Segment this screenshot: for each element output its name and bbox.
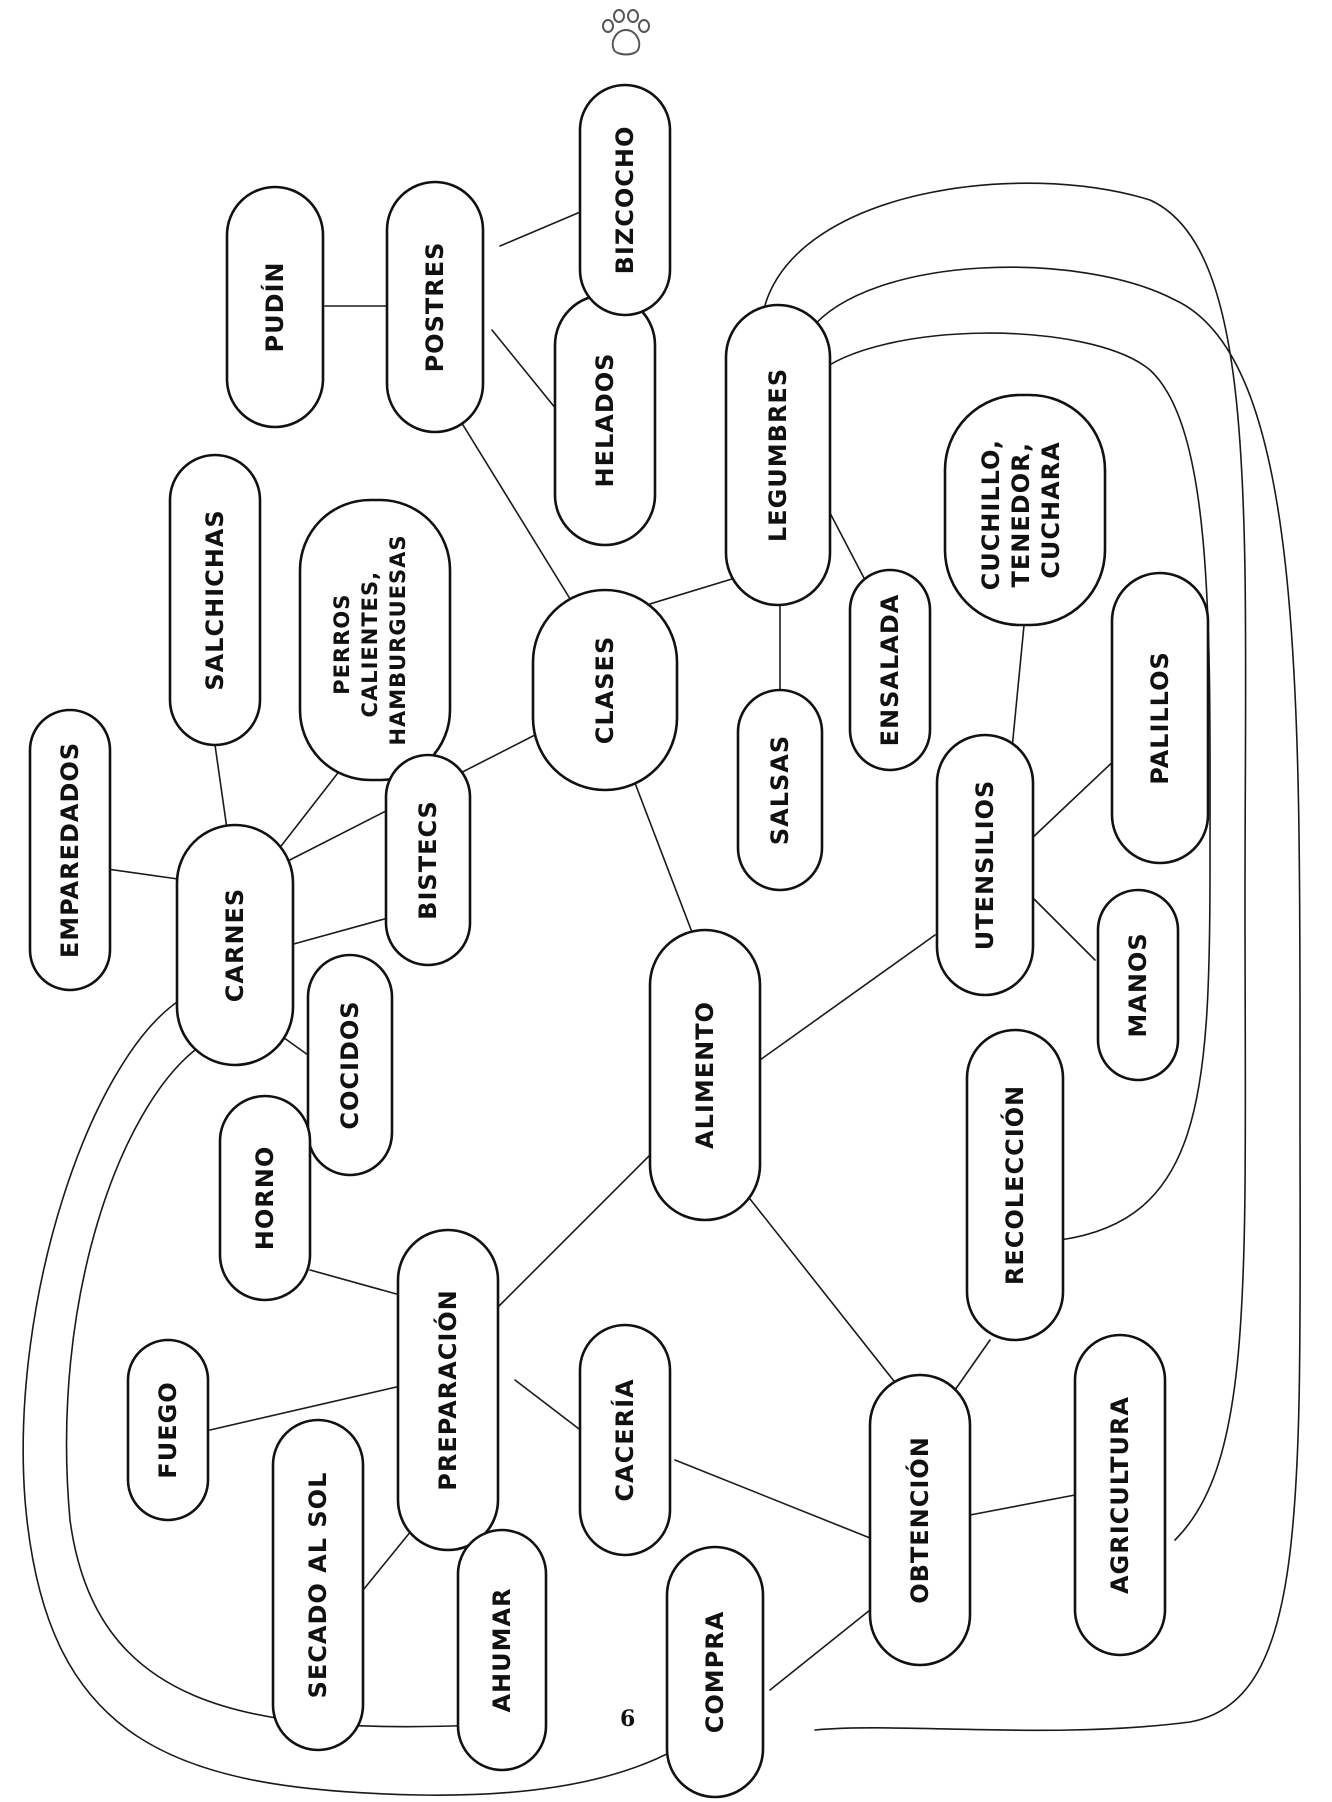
loop-legumbres-compra bbox=[809, 266, 1302, 1732]
node-salsas: SALSAS bbox=[736, 688, 824, 892]
node-label: SECADO AL SOL bbox=[304, 1472, 332, 1699]
node-label: POSTRES bbox=[421, 242, 449, 373]
node-label: RECOLECCIÓN bbox=[999, 1085, 1029, 1285]
node-label-line3: HAMBURGUESAS bbox=[386, 534, 410, 745]
edge-alimento-preparacion bbox=[489, 1149, 656, 1316]
node-label-line2: CALIENTES, bbox=[358, 571, 382, 718]
node-label-line1: PERROS bbox=[330, 594, 354, 695]
loop-legumbres-agricultura bbox=[764, 182, 1247, 1541]
node-label-line2: TENEDOR, bbox=[1007, 442, 1035, 588]
edge-obtencion-agricultura bbox=[969, 1494, 1076, 1516]
node-alimento: ALIMENTO bbox=[648, 928, 762, 1222]
node-label: PREPARACIÓN bbox=[432, 1289, 462, 1491]
node-label: CACERÍA bbox=[610, 1378, 639, 1501]
edge-clases-postres bbox=[454, 411, 581, 616]
node-secado: SECADO AL SOL bbox=[271, 1418, 365, 1752]
edge-utensilios-palillos bbox=[1029, 754, 1121, 841]
node-obtencion: OBTENCIÓN bbox=[868, 1373, 972, 1667]
node-utensilios: UTENSILIOS bbox=[935, 733, 1035, 997]
node-label: SALSAS bbox=[766, 735, 794, 845]
edge-obtencion-recoleccion bbox=[954, 1339, 991, 1391]
edge-utensilios-alimento bbox=[759, 934, 936, 1061]
node-fuego: FUEGO bbox=[126, 1338, 210, 1522]
node-label-line3: CUCHARA bbox=[1037, 441, 1065, 578]
edge-carnes-emparedados bbox=[99, 867, 186, 881]
edge-caceria-obtencion bbox=[674, 1459, 876, 1541]
edge-alimento-obtencion bbox=[734, 1179, 906, 1396]
node-label: MANOS bbox=[1124, 932, 1152, 1037]
node-horno: HORNO bbox=[218, 1094, 312, 1302]
edge-carnes-perros bbox=[277, 759, 349, 851]
node-label: BISTECS bbox=[414, 800, 442, 920]
edge-preparacion-fuego bbox=[209, 1384, 406, 1431]
node-cubiertos: CUCHILLO, TENEDOR, CUCHARA bbox=[943, 393, 1107, 627]
connectors bbox=[22, 182, 1302, 1796]
node-legumbres: LEGUMBRES bbox=[724, 303, 832, 607]
svg-text:PERROS CALIENTES,: PERROS CALIENTES, HAMBURGUESAS bbox=[330, 534, 410, 745]
node-label: FUEGO bbox=[154, 1381, 182, 1478]
node-label: COMPRA bbox=[701, 1611, 729, 1734]
node-bizcocho: BIZCOCHO bbox=[578, 83, 672, 317]
node-label: COCIDOS bbox=[336, 1000, 364, 1129]
node-emparedados: EMPAREDADOS bbox=[28, 708, 112, 992]
node-postres: POSTRES bbox=[385, 180, 485, 434]
node-cocidos: COCIDOS bbox=[306, 953, 394, 1177]
edge-obtencion-compra bbox=[769, 1609, 871, 1691]
node-label: PALILLOS bbox=[1146, 651, 1174, 785]
edge-clases-alimento bbox=[629, 769, 696, 941]
node-manos: MANOS bbox=[1096, 888, 1180, 1082]
node-label: SALCHICHAS bbox=[201, 509, 229, 690]
node-label: HELADOS bbox=[591, 353, 619, 488]
node-label: CLASES bbox=[591, 636, 619, 744]
page-number: 6 bbox=[612, 1706, 644, 1732]
svg-text:CUCHILLO, TENEDOR,: CUCHILLO, TENEDOR, CUCHARA bbox=[977, 430, 1065, 591]
node-compra: COMPRA bbox=[665, 1545, 765, 1799]
node-helados: HELADOS bbox=[553, 293, 657, 547]
node-label: AGRICULTURA bbox=[1106, 1396, 1134, 1594]
node-palillos: PALILLOS bbox=[1110, 571, 1210, 865]
node-caceria: CACERÍA bbox=[578, 1323, 672, 1557]
node-label: EMPAREDADOS bbox=[56, 742, 84, 958]
loop-carnes-page bbox=[22, 999, 713, 1796]
node-clases: CLASES bbox=[531, 588, 679, 792]
node-preparacion: PREPARACIÓN bbox=[396, 1228, 500, 1552]
node-label: OBTENCIÓN bbox=[904, 1436, 934, 1604]
edge-preparacion-horno bbox=[309, 1269, 401, 1296]
node-label: BIZCOCHO bbox=[611, 126, 639, 275]
node-label: LEGUMBRES bbox=[764, 368, 792, 542]
edge-postres-helados bbox=[491, 329, 566, 421]
node-label: AHUMAR bbox=[488, 1587, 516, 1712]
loop-legumbres-recoleccion bbox=[814, 332, 1211, 1241]
node-recoleccion: RECOLECCIÓN bbox=[965, 1028, 1065, 1342]
node-agricultura: AGRICULTURA bbox=[1073, 1333, 1167, 1657]
node-perros: PERROS CALIENTES, HAMBURGUESAS bbox=[298, 498, 452, 782]
node-label: CARNES bbox=[221, 888, 249, 1002]
edge-utensilios-manos bbox=[1029, 894, 1096, 961]
node-salchichas: SALCHICHAS bbox=[168, 453, 262, 747]
node-label: PUDÍN bbox=[260, 261, 289, 352]
node-label: UTENSILIOS bbox=[971, 780, 999, 950]
paw-print-icon bbox=[602, 9, 650, 56]
node-label: HORNO bbox=[251, 1146, 279, 1250]
node-ensalada: ENSALADA bbox=[848, 568, 932, 772]
node-pudin: PUDÍN bbox=[225, 185, 325, 429]
node-label: ENSALADA bbox=[876, 594, 904, 747]
node-label: ALIMENTO bbox=[691, 1001, 719, 1149]
edge-postres-bizcocho bbox=[499, 209, 586, 247]
node-carnes: CARNES bbox=[175, 823, 295, 1067]
node-ahumar: AHUMAR bbox=[456, 1528, 548, 1772]
node-bistecs: BISTECS bbox=[384, 753, 472, 967]
node-label-line1: CUCHILLO, bbox=[977, 439, 1005, 590]
